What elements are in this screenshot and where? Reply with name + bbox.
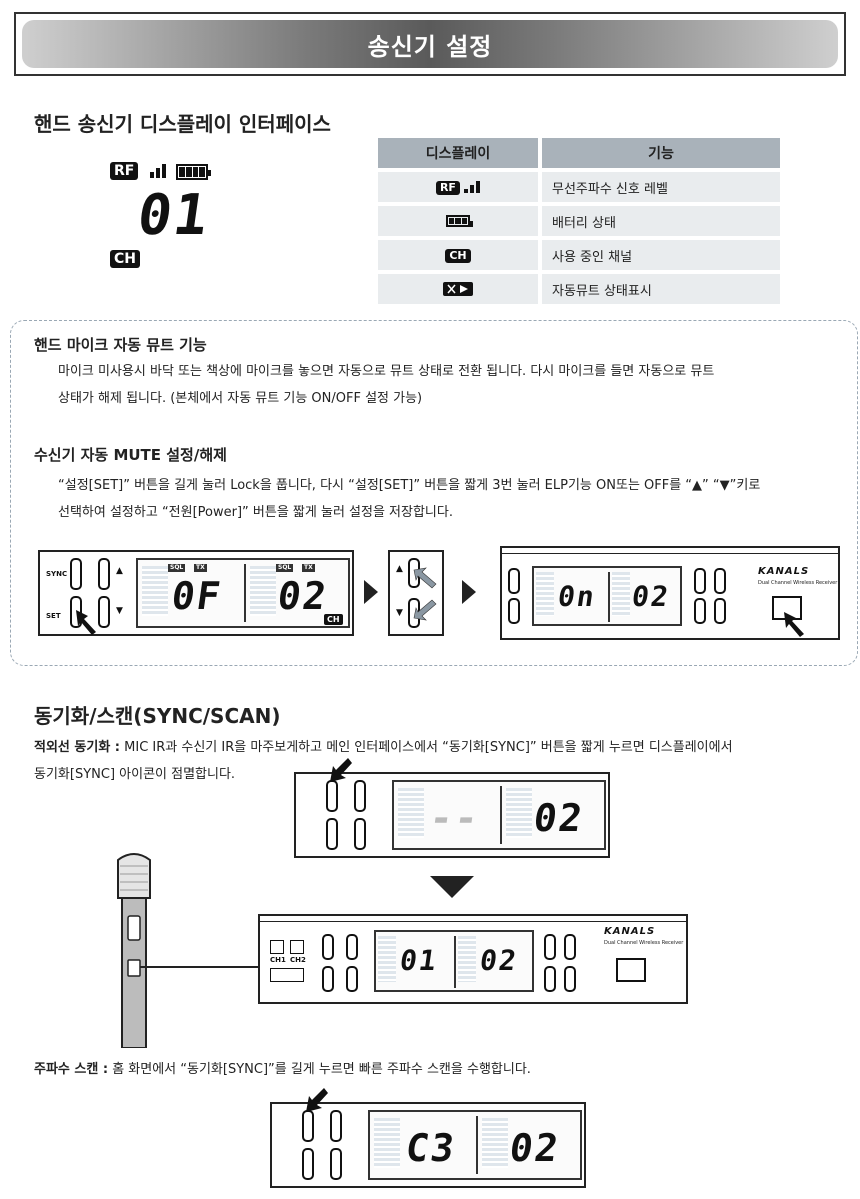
arrow-right-icon	[364, 580, 378, 604]
press-arrow-icon	[784, 612, 804, 637]
auto-mute-icon	[443, 282, 473, 296]
table-head-display: 디스플레이	[378, 138, 542, 168]
ch-icon: CH	[110, 250, 140, 268]
left-channel-value: 0F	[168, 574, 225, 618]
press-arrow-icon	[76, 610, 96, 635]
arrow-right-icon	[462, 580, 476, 604]
scan-desc: 주파수 스캔 : 홈 화면에서 “동기화[SYNC]”를 길게 누르면 빠른 주…	[34, 1062, 531, 1077]
transmitter-display: RF 01 CH	[110, 160, 222, 272]
rf-icon: RF	[435, 180, 460, 195]
ch-icon: CH	[445, 248, 471, 263]
press-arrow-icon	[306, 1088, 328, 1112]
updown-press-box: ▲ ▼	[388, 550, 444, 636]
table-row: CH 사용 중인 채널	[378, 240, 780, 270]
table-cell: 자동뮤트 상태표시	[542, 274, 780, 304]
set-button[interactable]	[302, 1148, 314, 1180]
ir-link-line	[140, 966, 260, 968]
rf-icon: RF	[110, 162, 139, 180]
auto-mute-box	[10, 320, 858, 666]
receiver-panel-d: CH1 CH2 01 02 KANALS Dual Channel Wirele…	[258, 914, 688, 1004]
signal-icon	[464, 181, 481, 193]
right-channel-value: 02	[506, 1126, 563, 1170]
table-cell: 사용 중인 채널	[542, 240, 780, 270]
text-line: “설정[SET]” 버튼을 길게 눌러 Lock을 풉니다, 다시 “설정[SE…	[58, 478, 761, 493]
text-line: 마이크 미사용시 바닥 또는 책상에 마이크를 놓으면 자동으로 뮤트 상태로 …	[58, 364, 715, 379]
text-line: 선택하여 설정하고 “전원[Power]” 버튼을 짧게 눌러 설정을 저장합니…	[58, 504, 453, 520]
right-channel-value: 02	[530, 796, 587, 840]
up-caret-icon: ▲	[116, 566, 123, 576]
section-title-receiver-mute: 수신기 자동 MUTE 설정/해제	[34, 446, 227, 464]
section-title-display: 핸드 송신기 디스플레이 인터페이스	[34, 112, 331, 136]
receiver-lcd: SQL TX 0F SQL TX 02 CH	[136, 558, 350, 628]
signal-icon	[150, 162, 166, 178]
receiver-lcd: 0n 02	[532, 566, 682, 626]
set-label: SET	[46, 612, 61, 620]
set-button[interactable]	[326, 818, 338, 850]
receiver-panel-b: 0n 02 KANALS Dual Channel Wireless Recei…	[500, 546, 840, 640]
right-channel-value: 02	[274, 574, 331, 618]
left-channel-value: C3	[402, 1126, 459, 1170]
right-channel-value: 02	[629, 580, 673, 613]
table-row: RF 무선주파수 신호 레벨	[378, 172, 780, 202]
table-header-row: 디스플레이 기능	[378, 138, 780, 168]
ir-sync-desc: 적외선 동기화 : MIC IR과 수신기 IR을 마주보게하고 메인 인터페이…	[34, 738, 844, 786]
up-button[interactable]	[98, 558, 110, 590]
down-caret-icon: ▼	[116, 606, 123, 616]
table-row: 자동뮤트 상태표시	[378, 274, 780, 304]
page-title: 송신기 설정	[367, 32, 493, 61]
brand-logo: KANALS	[604, 926, 656, 937]
arrow-down-icon	[430, 876, 474, 898]
text-line: 동기화[SYNC] 아이콘이 점멸합니다.	[34, 766, 236, 782]
battery-icon	[176, 164, 211, 180]
table-row: 배터리 상태	[378, 206, 780, 236]
receiver-lcd: C3 02	[368, 1110, 582, 1180]
table-head-function: 기능	[542, 138, 780, 168]
receiver-panel-c: -- 02	[294, 758, 610, 858]
microphone-illustration	[117, 853, 151, 1048]
left-channel-value: 0n	[555, 580, 599, 613]
right-channel-value: 02	[477, 944, 521, 977]
sync-button[interactable]	[326, 780, 338, 812]
brand-logo: KANALS	[758, 566, 810, 577]
press-arrow-icon	[413, 567, 437, 621]
sync-button[interactable]	[70, 558, 82, 590]
channel-number: 01	[133, 183, 215, 248]
table-cell: 무선주파수 신호 레벨	[542, 172, 780, 202]
sync-button[interactable]	[302, 1110, 314, 1142]
receiver-lcd: 01 02	[374, 930, 534, 992]
battery-icon	[446, 215, 473, 227]
header-banner: 송신기 설정	[14, 12, 846, 76]
receiver-lcd: -- 02	[392, 780, 606, 850]
receiver-panel-a: SYNC SET ▲ ▼ SQL TX 0F SQL TX 02 CH	[38, 550, 354, 636]
text-line: 상태가 해제 됩니다. (본체에서 자동 뮤트 기능 ON/OFF 설정 가능)	[58, 390, 423, 406]
power-button[interactable]	[616, 958, 646, 982]
receiver-mute-desc: “설정[SET]” 버튼을 길게 눌러 Lock을 풉니다, 다시 “설정[SE…	[58, 476, 848, 524]
sync-label: SYNC	[46, 570, 68, 578]
mic-mute-desc: 마이크 미사용시 바닥 또는 책상에 마이크를 놓으면 자동으로 뮤트 상태로 …	[58, 362, 838, 410]
section-title-sync: 동기화/스캔(SYNC/SCAN)	[34, 704, 281, 728]
receiver-panel-e: C3 02	[270, 1088, 586, 1188]
function-table: 디스플레이 기능 RF 무선주파수 신호 레벨 배터리 상태 CH 사용 중인 …	[378, 134, 780, 308]
left-channel-value: 01	[397, 944, 441, 977]
press-arrow-icon	[330, 758, 352, 782]
table-cell: 배터리 상태	[542, 206, 780, 236]
ch-icon: CH	[324, 614, 343, 625]
down-button[interactable]	[98, 596, 110, 628]
left-channel-value: --	[426, 796, 483, 840]
section-title-mic-mute: 핸드 마이크 자동 뮤트 기능	[34, 336, 207, 354]
